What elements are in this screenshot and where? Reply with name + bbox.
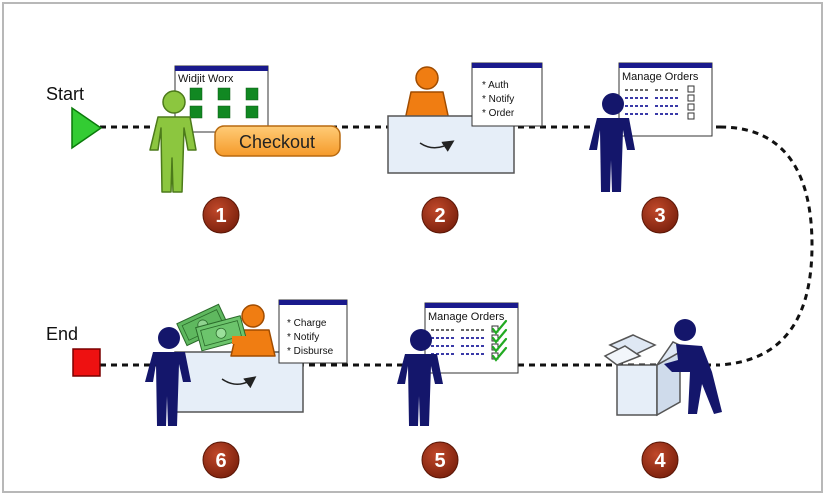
checkout-task-2: * Notify bbox=[482, 94, 514, 105]
flow-path-curve bbox=[719, 125, 814, 367]
payment-task-2: * Notify bbox=[287, 332, 319, 343]
manage-orders-title-1: Manage Orders bbox=[622, 71, 699, 83]
staff-icon-step-3 bbox=[589, 93, 635, 192]
step-number-4: 4 bbox=[654, 450, 666, 472]
checkout-tasks-card: * Auth * Notify * Order bbox=[471, 62, 543, 127]
step-badge-5: 5 bbox=[421, 441, 459, 479]
step-badge-4: 4 bbox=[641, 441, 679, 479]
order-checkboxes-1 bbox=[687, 85, 695, 120]
staff-icon-step-6 bbox=[145, 327, 191, 426]
payment-arrow-icon bbox=[221, 376, 257, 389]
payment-tasks-card: * Charge * Notify * Disburse bbox=[278, 299, 348, 364]
payment-task-1: * Charge bbox=[287, 318, 327, 329]
manage-orders-window-2: Manage Orders bbox=[424, 302, 519, 374]
staff-icon-step-4 bbox=[664, 319, 722, 414]
step-badge-6: 6 bbox=[202, 441, 240, 479]
step-badge-2: 2 bbox=[421, 196, 459, 234]
step-number-5: 5 bbox=[434, 450, 445, 472]
end-marker bbox=[72, 348, 101, 377]
step-number-1: 1 bbox=[215, 205, 226, 227]
manage-orders-window-1: Manage Orders bbox=[618, 62, 713, 137]
end-label: End bbox=[46, 324, 78, 344]
step-number-6: 6 bbox=[215, 450, 226, 472]
check-mark-icons bbox=[491, 319, 508, 362]
start-label: Start bbox=[46, 84, 84, 104]
order-list-lines-1 bbox=[625, 89, 680, 115]
checkout-button[interactable]: Checkout bbox=[214, 125, 341, 157]
checkout-task-3: * Order bbox=[482, 108, 515, 119]
step-number-3: 3 bbox=[654, 205, 665, 227]
cash-icon bbox=[176, 303, 252, 352]
product-tiles bbox=[189, 87, 259, 119]
order-list-lines-2 bbox=[431, 329, 486, 355]
start-marker bbox=[71, 106, 103, 150]
step-badge-1: 1 bbox=[202, 196, 240, 234]
step-badge-3: 3 bbox=[641, 196, 679, 234]
payment-task-3: * Disburse bbox=[287, 346, 334, 357]
storefront-title: Widjit Worx bbox=[178, 73, 234, 85]
customer-icon bbox=[149, 90, 197, 193]
step-number-2: 2 bbox=[434, 205, 445, 227]
process-arrow-icon bbox=[419, 140, 455, 152]
staff-icon-step-5 bbox=[397, 329, 443, 426]
checkout-label: Checkout bbox=[239, 132, 315, 152]
manage-orders-title-2: Manage Orders bbox=[428, 311, 505, 323]
checkout-task-1: * Auth bbox=[482, 80, 509, 91]
